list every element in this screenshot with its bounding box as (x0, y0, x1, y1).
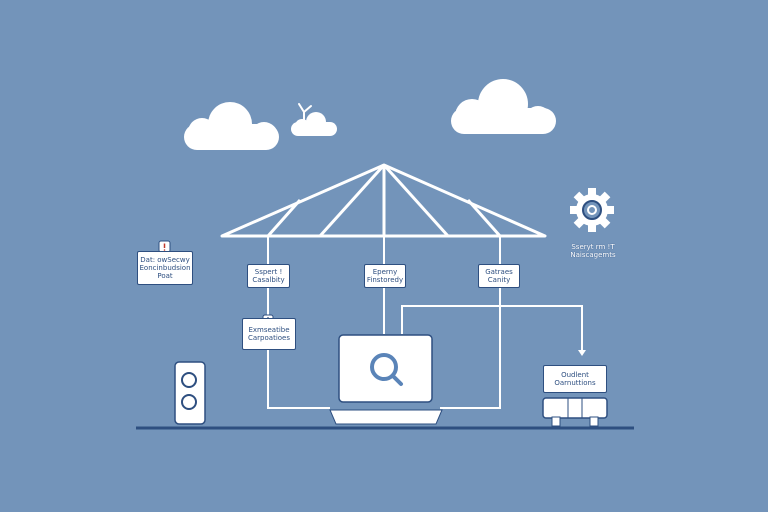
support-2-line-2: Finstoredy (366, 276, 404, 284)
support-1-line-1: Sspert ! (254, 268, 283, 276)
system-line-1: Sseryt rm !T (571, 243, 615, 251)
connector-lines (267, 236, 583, 409)
cloud-small-icon (291, 112, 337, 136)
server-card: Oudlent Oarnuttions (543, 365, 607, 393)
arrow-head (578, 350, 586, 356)
server-icon (542, 397, 608, 427)
connection-card: Exmseatibe Carpoatioes (242, 318, 296, 350)
search-icon (370, 353, 403, 386)
support-3-line-2: Canity (487, 276, 511, 284)
mobile-device-icon (174, 361, 206, 425)
left-info-line-3: Poat (157, 272, 173, 280)
connection-line-2: Carpoatioes (248, 334, 290, 342)
antenna-icon (298, 103, 312, 121)
cloud-left-icon (184, 102, 279, 150)
left-info-line-2: Eoncinbudsion (139, 264, 191, 272)
gear-icon (570, 188, 614, 232)
support-card-3: Gatraes Canity (478, 264, 520, 288)
system-label: Sseryt rm !T Naiscagemts (560, 243, 626, 259)
left-info-card: Dat: owSecwy Eoncinbudsion Poat (137, 251, 193, 285)
support-1-line-2: Casalbity (252, 276, 285, 284)
support-card-1: Sspert ! Casalbity (247, 264, 290, 288)
system-line-2: Naiscagemts (570, 251, 616, 259)
left-info-line-1: Dat: owSecwy (140, 256, 190, 264)
server-line-2: Oarnuttions (554, 379, 596, 387)
cloud-right-icon (451, 79, 556, 134)
support-2-line-1: Eperny (372, 268, 398, 276)
connection-line-1: Exmseatibe (248, 326, 290, 334)
laptop-icon (329, 334, 443, 425)
support-card-2: Eperny Finstoredy (364, 264, 406, 288)
server-line-1: Oudlent (561, 371, 589, 379)
support-3-line-1: Gatraes (485, 268, 513, 276)
network-roof (220, 163, 547, 238)
